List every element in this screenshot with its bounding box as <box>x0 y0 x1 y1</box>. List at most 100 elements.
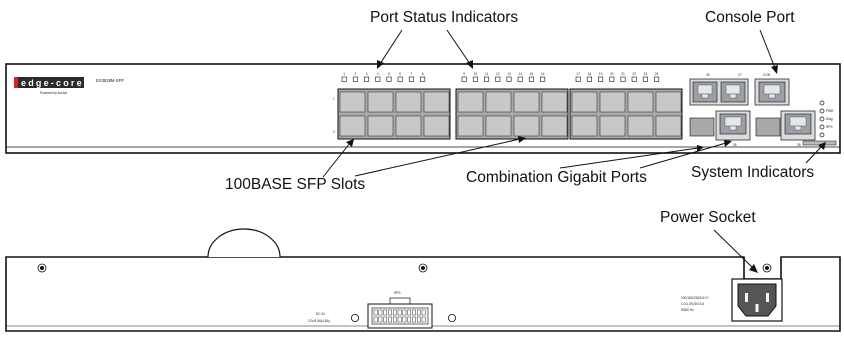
model-label: ES3528M-SFP <box>96 78 124 83</box>
port-number-3: 3 <box>366 72 368 76</box>
rps-pin <box>412 309 416 316</box>
port-status-led-13 <box>506 76 512 82</box>
rps-pin <box>393 316 397 323</box>
power-rating-line2: 1.0/1.0/0.5/0.5 A <box>681 302 705 306</box>
combo-ports-bottom: 26 28 <box>689 110 816 147</box>
combo-sfp-28 <box>755 117 781 137</box>
port-number-19: 19 <box>599 72 603 76</box>
sfp-slot-10 <box>457 115 484 137</box>
arrowhead-power-socket <box>749 264 758 273</box>
rj45-port-27 <box>720 81 746 103</box>
leader-port-status-left <box>379 29 403 65</box>
system-led-label-pwr: PWR <box>826 109 834 113</box>
port-number-8: 8 <box>422 72 424 76</box>
port-status-led-16 <box>540 76 546 82</box>
port-number-18: 18 <box>588 72 592 76</box>
rps-pin <box>421 309 426 316</box>
port-status-led-18 <box>586 76 592 82</box>
arrowhead-sfp-left <box>346 139 354 147</box>
socket-body <box>737 283 777 317</box>
port-number-22: 22 <box>632 72 636 76</box>
screw-left <box>37 263 47 273</box>
row-label-top: 1 <box>333 97 335 101</box>
port-number-21: 21 <box>621 72 625 76</box>
port-number-10: 10 <box>474 72 478 76</box>
port-status-led-20 <box>609 76 615 82</box>
arrowhead-system-indicators <box>818 142 826 150</box>
rear-callouts: Power Socket <box>660 209 758 273</box>
rps-connector-tab <box>389 297 411 305</box>
socket-pin-ground <box>755 304 759 312</box>
leader-sfp-left <box>322 142 351 178</box>
port-status-led-3 <box>364 76 370 82</box>
rps-connector-pins <box>373 309 426 323</box>
sfp-slot-23 <box>655 91 682 113</box>
port-status-led-22 <box>631 76 637 82</box>
arrowhead-combo-left <box>697 145 704 152</box>
port-number-6: 6 <box>399 72 401 76</box>
console-port: CON <box>754 73 790 106</box>
rps-pin <box>407 316 412 323</box>
port-number-7: 7 <box>411 72 413 76</box>
port-status-led-5 <box>386 76 392 82</box>
leader-power-socket <box>713 229 754 269</box>
system-led-4 <box>819 124 825 130</box>
sfp-slot-groups <box>337 88 683 140</box>
screw-center <box>418 263 428 273</box>
leader-combo-left <box>559 147 699 169</box>
sfp-slot-16 <box>541 115 568 137</box>
rps-mount-hole-left <box>350 313 359 322</box>
rps-label: RPS <box>394 291 401 295</box>
system-led-pwr <box>819 100 825 106</box>
port-number-16: 16 <box>541 72 545 76</box>
port-status-led-17 <box>575 76 581 82</box>
port-number-12: 12 <box>496 72 500 76</box>
dc-in-label: DC IN <box>316 312 325 316</box>
arrowhead-combo-right <box>724 140 732 147</box>
rps-connector: RPS <box>367 291 433 329</box>
port-status-led-2 <box>352 76 358 82</box>
rps-pin <box>407 309 412 316</box>
callout-sfp-slots: 100BASE SFP Slots <box>225 176 365 193</box>
console-port-label: CON <box>763 73 771 77</box>
port-number-15: 15 <box>530 72 534 76</box>
combo-label-26: 26 <box>733 143 737 147</box>
rps-pin <box>393 309 397 316</box>
port-number-24: 24 <box>655 72 659 76</box>
rps-pin <box>373 309 378 316</box>
callout-system-indicators: System Indicators <box>691 164 814 181</box>
sfp-slot-6 <box>395 115 422 137</box>
arrowhead-sfp-right <box>518 136 526 143</box>
sfp-slot-21 <box>627 91 654 113</box>
port-status-led-4 <box>375 76 381 82</box>
sfp-slot-4 <box>367 115 394 137</box>
sfp-slot-12 <box>485 115 512 137</box>
port-number-9: 9 <box>463 72 465 76</box>
rps-mount-hole-right <box>447 313 456 322</box>
port-status-led-14 <box>517 76 523 82</box>
port-number-2: 2 <box>355 72 357 76</box>
rps-pin <box>383 309 388 316</box>
sfp-slot-2 <box>339 115 366 137</box>
sfp-slot-7 <box>423 91 450 113</box>
rj45-port-28 <box>784 113 812 135</box>
leader-port-status-right <box>446 29 471 65</box>
leader-console-port <box>759 29 776 69</box>
port-status-led-19 <box>598 76 604 82</box>
front-panel: edge-core ES3528M-SFP Powered by Accton … <box>5 63 841 154</box>
rps-pin <box>402 309 407 316</box>
sfp-slot-1 <box>339 91 366 113</box>
arrowhead-port-status-right <box>466 60 473 69</box>
ac-power-socket <box>731 278 783 322</box>
brand-logo-text: edge-core <box>21 78 84 88</box>
front-callouts: Port Status Indicators Console Port 100B… <box>225 9 826 193</box>
rps-pin <box>397 316 402 323</box>
sfp-slot-19 <box>599 91 626 113</box>
port-status-led-6 <box>397 76 403 82</box>
rear-panel-notch <box>207 228 281 258</box>
system-indicator-bar <box>802 140 837 146</box>
rps-pin <box>397 309 402 316</box>
